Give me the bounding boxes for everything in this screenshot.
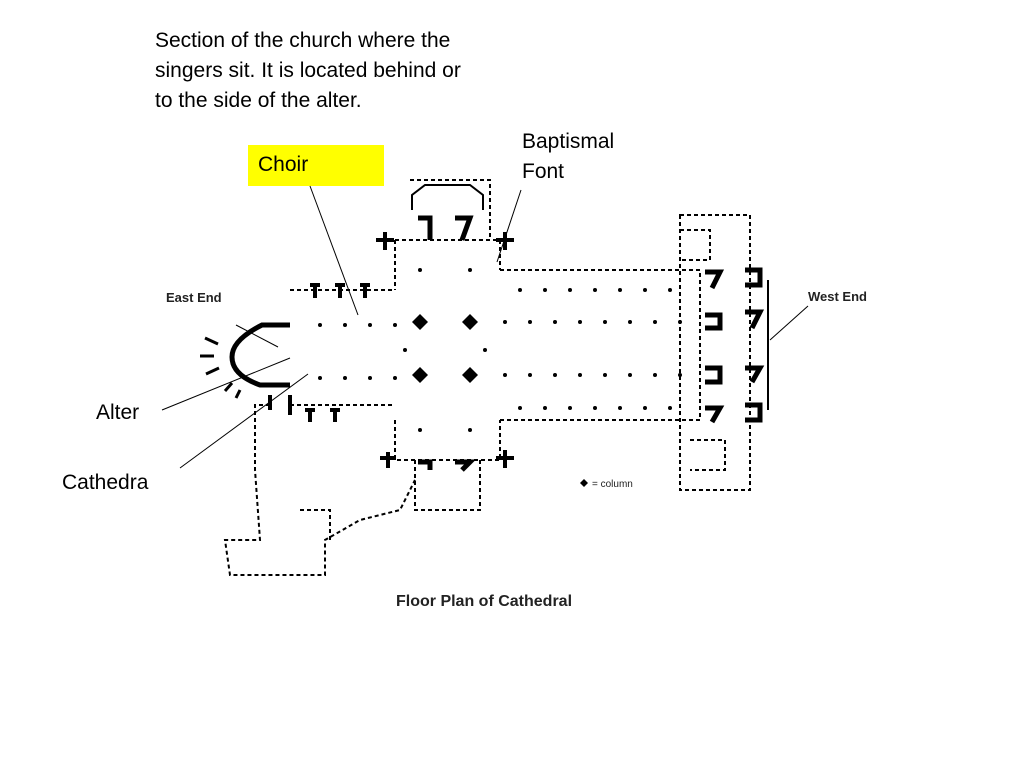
baptismal-font-label: Baptismal Font: [522, 130, 615, 183]
alter-label: Alter: [96, 401, 140, 424]
north-porch-dome: [411, 184, 484, 210]
apse-ticks: [200, 336, 242, 399]
cathedra-label: Cathedra: [62, 471, 149, 494]
plan-columns: [318, 268, 682, 432]
choir-leader-line: [309, 185, 359, 316]
apse-wall: [229, 322, 290, 388]
leader-lines: [161, 185, 809, 469]
choir-definition-text: Section of the church where the singers …: [155, 29, 461, 112]
column-legend-icon: [580, 479, 588, 487]
alter-leader-line: [161, 357, 291, 411]
buttresses: [268, 232, 514, 468]
east-end-leader-line: [235, 324, 279, 348]
crossing-piers: [412, 314, 478, 383]
east-end-label: East End: [166, 290, 222, 305]
column-legend: = column: [580, 479, 633, 490]
column-legend-text: = column: [592, 479, 633, 490]
cathedra-leader-line: [179, 373, 309, 469]
baptismal-leader-line: [496, 189, 522, 263]
choir-label: Choir: [258, 153, 309, 176]
plan-walls: [223, 179, 751, 576]
west-end-label: West End: [808, 289, 867, 304]
west-end-leader-line: [769, 305, 809, 341]
plan-caption: Floor Plan of Cathedral: [396, 593, 572, 610]
choir-highlight-box: [248, 145, 384, 186]
west-towers: [418, 215, 765, 472]
